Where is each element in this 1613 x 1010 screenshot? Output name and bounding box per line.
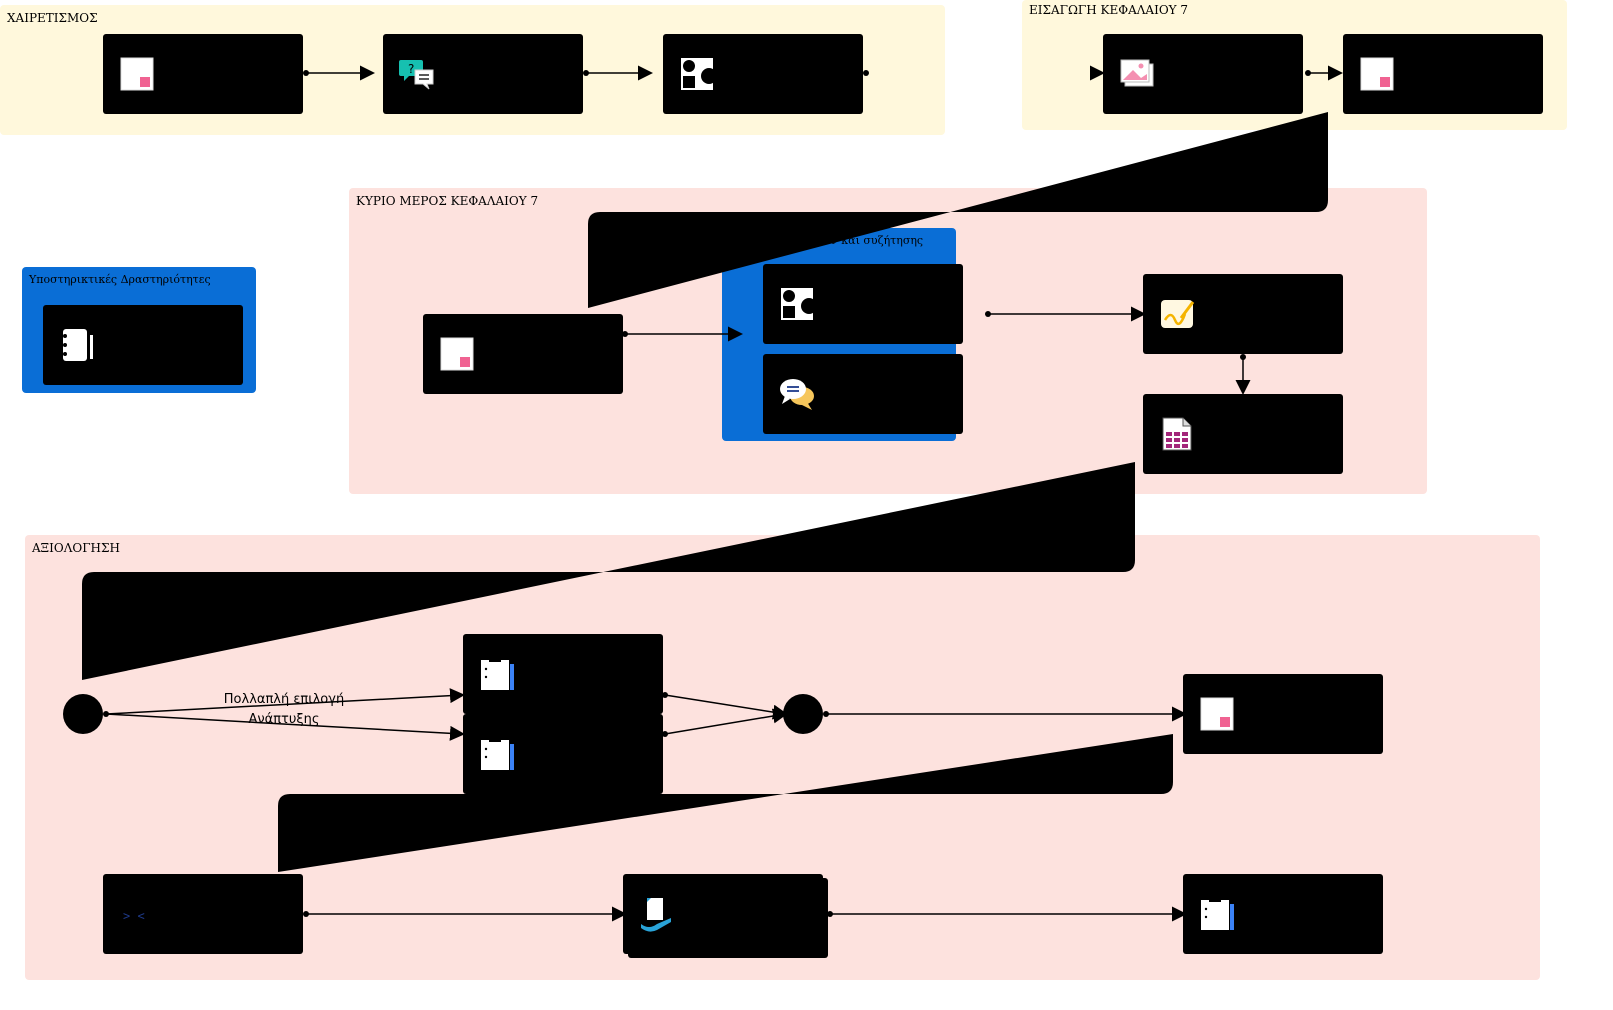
branch-label-essay: Ανάπτυξης: [248, 712, 320, 727]
branch-label: Πολλαπλή επιλογή Ανάπτυξης: [204, 690, 364, 730]
node-support-book[interactable]: [43, 305, 243, 385]
page-icon: [1200, 697, 1234, 731]
node-assess-code[interactable]: > <: [103, 874, 303, 954]
connector-assessment-row: [278, 734, 1173, 872]
image-icon: [1120, 59, 1154, 87]
submit-icon: [641, 898, 671, 932]
shapes-icon: [781, 288, 815, 320]
signature-icon: [1161, 300, 1195, 328]
page-icon: [1360, 57, 1394, 91]
node-welcome-page[interactable]: [103, 34, 303, 114]
quiz-icon: [1201, 896, 1234, 930]
quiz-icon: [481, 736, 514, 770]
gateway-join[interactable]: [783, 694, 823, 734]
chat-icon: [780, 379, 814, 410]
connector-intro-to-main: [588, 112, 1328, 308]
node-welcome-qa[interactable]: ?: [383, 34, 583, 114]
node-intro-page[interactable]: [1343, 34, 1543, 114]
connector-main-to-assessment: [82, 462, 1135, 680]
zone-welcome-title: ΧΑΙΡΕΤΙΣΜΟΣ: [7, 11, 98, 25]
gateway-start[interactable]: [63, 694, 103, 734]
node-main-page[interactable]: [423, 314, 623, 394]
quiz-icon: [481, 656, 514, 690]
node-assess-submit[interactable]: [623, 874, 823, 954]
qa-forum-icon: ?: [399, 60, 434, 90]
node-intro-image[interactable]: [1103, 34, 1303, 114]
node-assess-page[interactable]: [1183, 674, 1383, 754]
page-icon: [440, 337, 474, 371]
node-resource-chat[interactable]: [763, 354, 963, 434]
node-main-spreadsheet[interactable]: [1143, 394, 1343, 474]
svg-text:?: ?: [408, 62, 414, 76]
zone-support-title: Υποστηρικτικές Δραστηριότητες: [29, 273, 211, 286]
zone-assessment-title: ΑΞΙΟΛΟΓΗΣΗ: [32, 541, 120, 555]
shapes-icon: [681, 58, 715, 90]
book-icon: [63, 329, 93, 361]
spreadsheet-icon: [1162, 417, 1192, 451]
zone-intro-title: ΕΙΣΑΓΩΓΗ ΚΕΦΑΛΑΙΟΥ 7: [1029, 3, 1189, 17]
svg-text:> <: > <: [123, 909, 145, 923]
node-assess-quiz-2[interactable]: [463, 714, 663, 794]
code-icon: > <: [123, 909, 145, 923]
branch-label-multiple-choice: Πολλαπλή επιλογή: [223, 692, 345, 707]
node-assess-quiz-1[interactable]: [463, 634, 663, 714]
node-main-signature[interactable]: [1143, 274, 1343, 354]
zone-main-title: ΚΥΡΙΟ ΜΕΡΟΣ ΚΕΦΑΛΑΙΟΥ 7: [356, 194, 539, 208]
page-icon: [120, 57, 154, 91]
node-resource-shapes[interactable]: [763, 264, 963, 344]
node-assess-quiz-3[interactable]: [1183, 874, 1383, 954]
node-welcome-shapes[interactable]: [663, 34, 863, 114]
